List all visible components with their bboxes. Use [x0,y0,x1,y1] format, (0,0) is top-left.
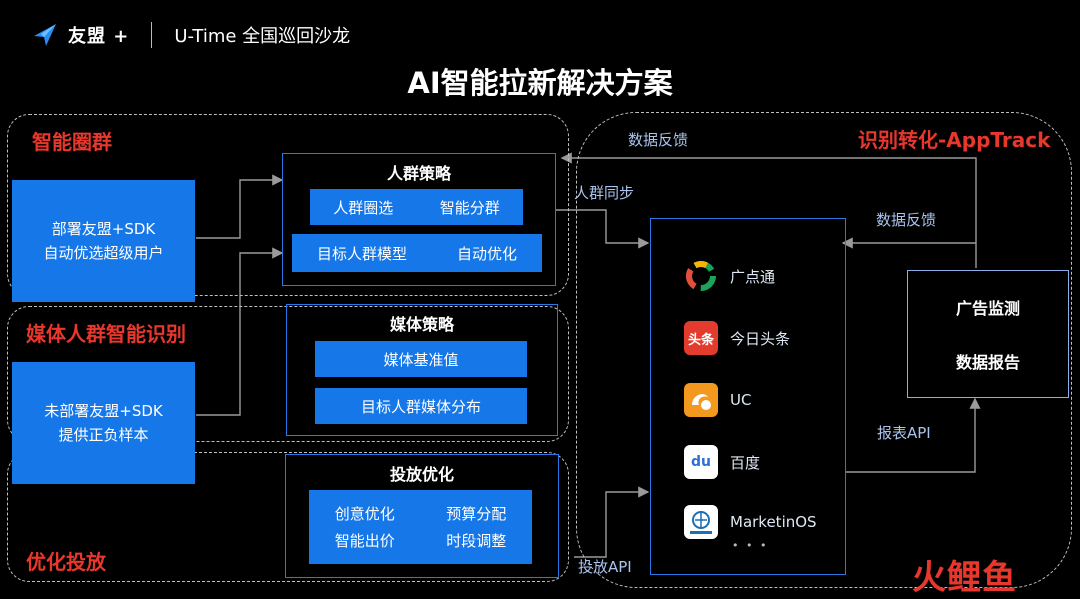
auto-optimize-item: 自动优化 [456,244,517,263]
target-crowd-media-item: 目标人群媒体分布 [315,388,527,424]
time-slot-adjust-item: 时段调整 [446,532,507,550]
media-strategy-panel: 媒体策略 [286,304,558,436]
watermark-logo: 火鲤鱼 [912,558,1017,598]
media-item-uc: UC [684,383,751,417]
report-api-label: 报表API [877,424,931,442]
deployed-sdk-line2: 自动优选超级用户 [43,244,164,262]
smart-grouping-item: 智能分群 [439,198,500,217]
delivery-row2: 智能出价 时段调整 [309,530,532,551]
undeployed-sdk-box: 未部署友盟+SDK 提供正负样本 [12,362,195,484]
umeng-logo-icon [34,24,56,46]
report-api-connector [846,397,981,473]
media-name-toutiao: 今日头条 [730,329,791,348]
feedback-top-connector [560,152,977,268]
undeployed-sdk-line1: 未部署友盟+SDK [44,402,163,420]
media-name-marketinos: MarketinOS [730,513,817,531]
media-item-marketinos: MarketinOS [684,505,817,539]
page-title: AI智能拉新解决方案 [407,66,673,100]
section-label-media-identify: 媒体人群智能识别 [26,322,186,346]
target-crowd-media-label: 目标人群媒体分布 [360,397,481,416]
conversion-frame [576,112,1072,588]
budget-allocation-item: 预算分配 [446,505,507,523]
crowd-strategy-title: 人群策略 [386,164,451,183]
delivery-row1: 创意优化 预算分配 [309,503,532,524]
media-channels-panel [650,218,846,575]
media-item-toutiao: 头条 今日头条 [684,321,790,355]
media-name-baidu: 百度 [730,453,761,472]
delivery-optimization-grid: 创意优化 预算分配 智能出价 时段调整 [309,490,532,564]
header-divider [151,22,153,48]
media-benchmark-item: 媒体基准值 [315,341,527,377]
crowd-select-item: 人群圈选 [333,198,394,217]
data-report-label: 数据报告 [955,353,1020,372]
header-brand: 友盟 + U-Time 全国巡回沙龙 [32,18,350,52]
brand-name: 友盟 + [68,26,130,47]
media-item-guangdiantong: 广点通 [684,259,775,293]
uc-icon [684,383,718,417]
optimize-delivery-frame [7,452,569,582]
marketinos-icon [684,505,718,539]
crowd-strategy-row2: 目标人群模型 自动优化 [292,234,542,272]
crowd-sync-connector [555,209,650,249]
deployed-sdk-line1: 部署友盟+SDK [51,220,156,238]
media-name-guangdiantong: 广点通 [730,267,776,286]
guangdiantong-icon [686,261,716,291]
crowd-strategy-row1: 人群圈选 智能分群 [310,189,523,225]
delivery-api-label: 投放API [578,558,632,576]
section-label-conversion: 识别转化-AppTrack [858,128,1051,152]
section-label-smart-circle: 智能圈群 [32,130,112,154]
section-label-optimize-delivery: 优化投放 [26,550,106,574]
smart-bidding-item: 智能出价 [334,532,395,550]
deployed-sdk-box: 部署友盟+SDK 自动优选超级用户 [12,180,195,302]
media-name-uc: UC [730,391,752,409]
data-feedback-top-label: 数据反馈 [628,131,689,149]
ad-monitoring-report-box: 广告监测 数据报告 [907,270,1069,398]
creative-optimize-item: 创意优化 [334,505,395,523]
data-feedback-mid-label: 数据反馈 [876,211,937,229]
toutiao-icon: 头条 [684,321,718,355]
crowd-sync-label: 人群同步 [574,184,635,202]
media-strategy-title: 媒体策略 [389,315,454,334]
smart-circle-frame [7,114,569,296]
media-item-baidu: du 百度 [684,445,760,479]
media-identify-frame [7,306,569,442]
media-more-indicator: • • • [732,539,769,552]
target-crowd-model-item: 目标人群模型 [316,244,407,263]
baidu-icon: du [684,445,718,479]
undeployed-to-crowd-connector [196,247,284,416]
delivery-optimization-panel: 投放优化 [285,454,559,578]
delivery-optimization-title: 投放优化 [389,465,454,484]
ad-monitoring-label: 广告监测 [955,299,1020,318]
crowd-strategy-panel: 人群策略 [282,153,556,286]
media-benchmark-label: 媒体基准值 [383,350,459,369]
deployed-to-crowd-connector [196,174,284,239]
undeployed-sdk-line2: 提供正负样本 [58,426,149,444]
header-subtitle: U-Time 全国巡回沙龙 [174,26,351,47]
